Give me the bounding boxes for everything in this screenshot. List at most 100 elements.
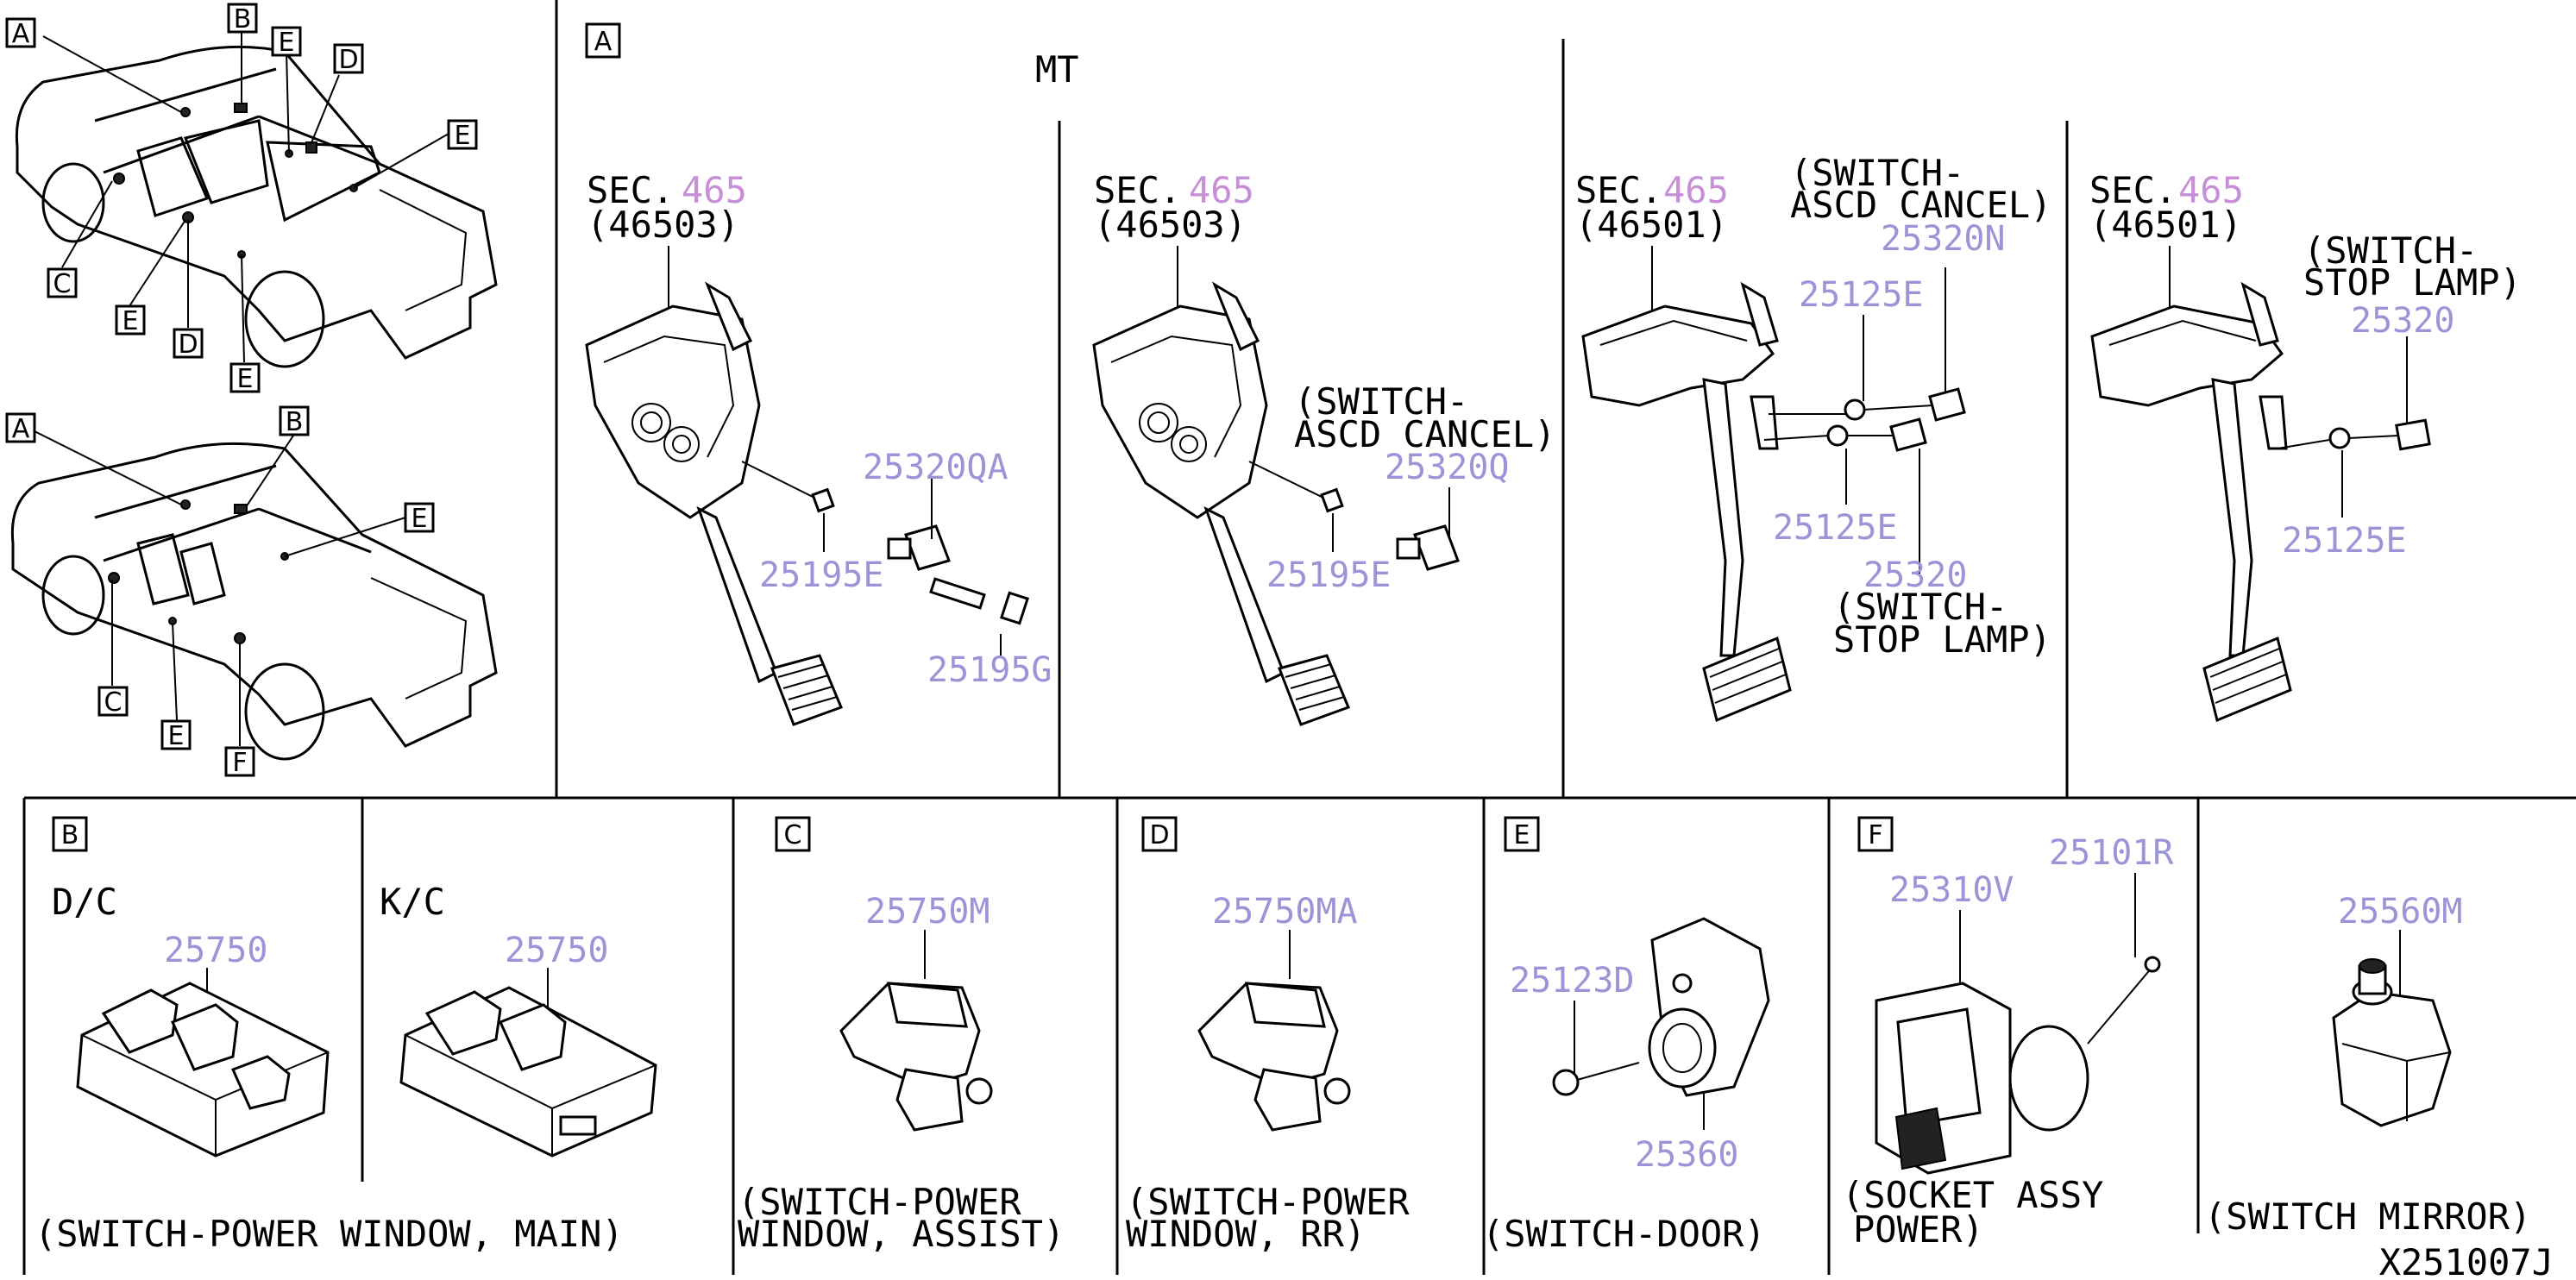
- svg-text:ASCD CANCEL): ASCD CANCEL): [1294, 413, 1555, 455]
- callout-d: D: [1149, 820, 1169, 850]
- pn-25750MA: 25750MA: [1212, 892, 1358, 932]
- callout-e: E: [1514, 820, 1530, 850]
- callout-e: E: [455, 121, 471, 151]
- pn-25310V: 25310V: [1889, 870, 2014, 910]
- callout-c: C: [784, 820, 802, 850]
- pn-25750M: 25750M: [865, 892, 990, 932]
- pn-25320QA: 25320QA: [863, 448, 1008, 487]
- truck1-callouts: A B E D E C E D E: [5, 3, 478, 394]
- pn-25123D: 25123D: [1510, 961, 1635, 1001]
- truck2-callouts: A B E C E F: [5, 405, 435, 778]
- callout-c: C: [104, 687, 123, 718]
- pn-25320N: 25320N: [1881, 219, 2006, 259]
- pedal-2-leaders: [1332, 487, 1450, 552]
- pn-25195E: 25195E: [1266, 555, 1392, 595]
- clutch-pedal-assy-2: SEC. 465 (46503): [1092, 169, 1460, 726]
- callout-a: A: [594, 27, 613, 57]
- truck1-leader-lines: [42, 30, 449, 363]
- diagram-code: X251007J: [2379, 1241, 2554, 1280]
- svg-text:(46501): (46501): [2089, 204, 2242, 246]
- svg-text:SEC.: SEC.: [1575, 169, 1662, 211]
- panel-f-title-2: POWER): [1853, 1208, 1984, 1251]
- panel-f: F 25310V 25101R (SOCKET ASSY POWER): [1842, 816, 2174, 1251]
- dc-label: D/C: [52, 881, 117, 923]
- truck-crew-cab-illustration: [15, 45, 498, 368]
- svg-text:(46503): (46503): [587, 204, 739, 246]
- clutch-pedal-assy-1: SEC. 465 (46503): [585, 169, 1029, 726]
- mt-label: MT: [1035, 48, 1079, 91]
- brake-pedal-assy-1: SEC. 465 (46501): [1575, 169, 1966, 723]
- panel-c: C 25750M (SWITCH-POWER WINDOW, ASSIST): [738, 816, 1065, 1255]
- panel-d: D 25750MA (SWITCH-POWER WINDOW, RR): [1126, 816, 1410, 1255]
- pn-25195E: 25195E: [759, 555, 884, 595]
- pedal-3-leaders: [1845, 267, 1946, 574]
- panel-c-title-1: (SWITCH-POWER: [738, 1181, 1021, 1223]
- callout-d: D: [338, 45, 358, 75]
- callout-e: E: [168, 721, 185, 751]
- svg-text:SEC.: SEC.: [1094, 169, 1181, 211]
- pn-25320Q: 25320Q: [1385, 448, 1510, 487]
- pn-25360: 25360: [1635, 1135, 1738, 1175]
- truck-king-cab-illustration: [10, 442, 498, 761]
- svg-text:(SWITCH-: (SWITCH-: [2303, 229, 2478, 272]
- svg-text:(SWITCH-: (SWITCH-: [1833, 586, 2007, 628]
- panel-e: E 25123D 25360 (SWITCH-DOOR): [1482, 816, 1770, 1255]
- panel-b-title: (SWITCH-POWER WINDOW, MAIN): [35, 1213, 624, 1255]
- callout-d: D: [178, 329, 198, 360]
- pn-25750: 25750: [505, 931, 608, 970]
- svg-text:(46501): (46501): [1575, 204, 1728, 246]
- callout-f: F: [1868, 820, 1882, 850]
- svg-text:(SWITCH-: (SWITCH-: [1294, 380, 1468, 423]
- svg-text:SEC.: SEC.: [587, 169, 674, 211]
- brake-pedal-assy-2: SEC. 465 (46501): [2089, 169, 2431, 723]
- pn-25320: 25320: [2351, 301, 2454, 341]
- pn-25560M: 25560M: [2338, 892, 2463, 932]
- power-window-assist-switch: [839, 982, 993, 1132]
- panel-d-title-1: (SWITCH-POWER: [1126, 1181, 1410, 1223]
- door-switch: [1552, 917, 1770, 1097]
- pn-25125E: 25125E: [1773, 508, 1898, 548]
- callout-e: E: [237, 364, 254, 394]
- panel-f-title-1: (SOCKET ASSY: [1842, 1174, 2103, 1216]
- callout-f: F: [232, 748, 247, 778]
- callout-e: E: [279, 28, 295, 58]
- callout-b: B: [61, 820, 79, 850]
- svg-text:465: 465: [1189, 169, 1254, 211]
- pn-25125E: 25125E: [2282, 521, 2407, 561]
- svg-text:465: 465: [1663, 169, 1729, 211]
- pedal-4-leaders: [2341, 336, 2408, 518]
- callout-a: A: [12, 414, 30, 444]
- pn-25195G: 25195G: [927, 650, 1052, 690]
- panel-dividers: [22, 0, 2576, 1275]
- svg-text:SEC.: SEC.: [2089, 169, 2177, 211]
- panel-d-title-2: WINDOW, RR): [1126, 1213, 1366, 1255]
- panel-b: B D/C K/C 25750 25750 (SWITCH-POWER WIND…: [35, 816, 657, 1255]
- power-window-rr-switch: [1197, 982, 1351, 1132]
- panel-mirror-title: (SWITCH MIRROR): [2204, 1195, 2531, 1238]
- svg-text:ASCD CANCEL): ASCD CANCEL): [1790, 184, 2051, 226]
- panel-a-header: A MT: [585, 22, 1079, 91]
- callout-b: B: [286, 407, 304, 437]
- callout-b: B: [234, 4, 252, 35]
- truck2-leader-lines: [34, 430, 406, 746]
- pedal-1-leaders: [823, 479, 1002, 656]
- pn-25101R: 25101R: [2049, 833, 2174, 873]
- callout-c: C: [53, 269, 72, 299]
- kc-label: K/C: [380, 881, 445, 923]
- callout-e: E: [123, 306, 139, 336]
- callout-a: A: [12, 19, 30, 49]
- pn-25320: 25320: [1863, 555, 1967, 595]
- svg-text:(46503): (46503): [1094, 204, 1247, 246]
- pn-25750: 25750: [164, 931, 267, 970]
- power-window-main-switch-kc: [399, 986, 657, 1158]
- pn-25125E: 25125E: [1799, 275, 1924, 315]
- panel-e-title: (SWITCH-DOOR): [1482, 1213, 1766, 1255]
- svg-text:STOP LAMP): STOP LAMP): [2303, 261, 2522, 304]
- svg-text:465: 465: [682, 169, 747, 211]
- panel-mirror: 25560M (SWITCH MIRROR): [2204, 892, 2531, 1238]
- svg-text:465: 465: [2178, 169, 2244, 211]
- power-window-main-switch-dc: [76, 982, 330, 1158]
- svg-text:STOP LAMP): STOP LAMP): [1833, 618, 2051, 661]
- callout-e: E: [412, 504, 428, 534]
